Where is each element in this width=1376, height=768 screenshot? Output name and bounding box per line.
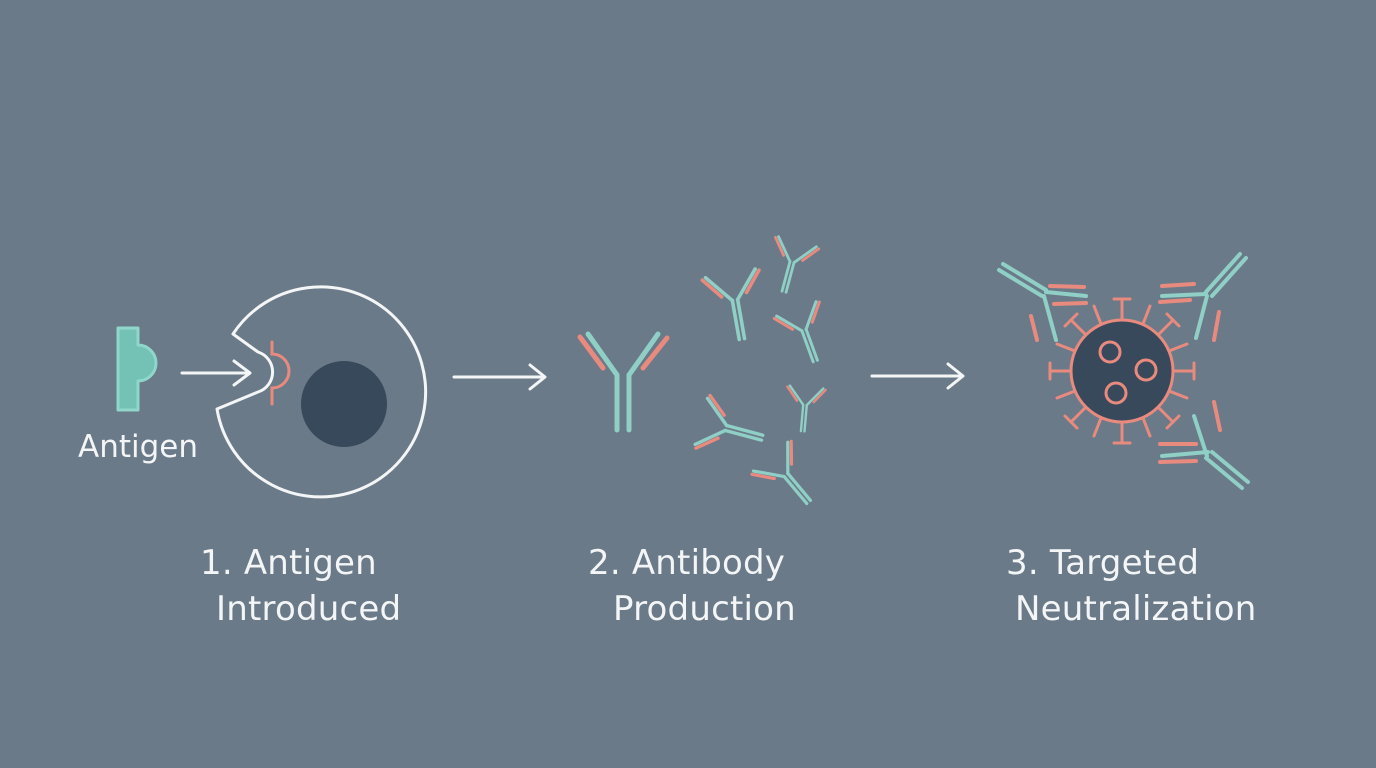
step-2-subtitle: Production (613, 589, 796, 629)
arrow-icon-antigen-to-cell (180, 359, 252, 387)
step-3-caption: 3. Targeted Neutralization (1006, 540, 1257, 632)
antigen-label: Antigen (78, 429, 199, 465)
antigen-icon (116, 326, 158, 412)
step-3-title: 3. Targeted (1006, 543, 1200, 583)
pathogen-icon (1048, 297, 1196, 445)
step-1-title: 1. Antigen (200, 543, 377, 583)
arrow-icon-step2-to-step3 (870, 362, 965, 390)
step-2-title: 2. Antibody (588, 543, 786, 583)
antibody-cluster-icon (692, 234, 840, 521)
step-3-subtitle: Neutralization (1015, 589, 1257, 629)
step-1-caption: 1. Antigen Introduced (200, 540, 401, 632)
step-2-caption: 2. Antibody Production (588, 540, 796, 632)
immune-cell-icon (215, 285, 428, 499)
antibody-icon-large (577, 331, 670, 433)
neutralizing-antibodies-icon (997, 252, 1250, 490)
step-1-subtitle: Introduced (216, 589, 402, 629)
arrow-icon-step1-to-step2 (452, 363, 547, 391)
